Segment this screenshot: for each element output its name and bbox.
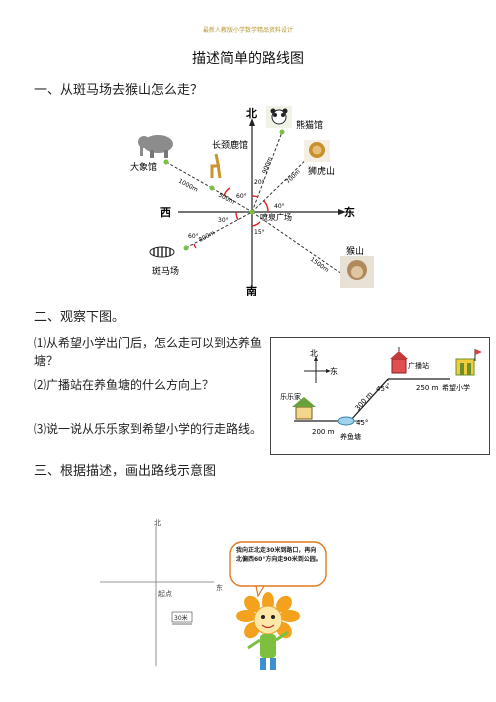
angle-arc-60-top — [223, 187, 231, 197]
home-label: 乐乐家 — [280, 392, 301, 401]
angle-arc-60-left — [193, 243, 197, 249]
school-icon — [455, 349, 482, 376]
route-elephant-giraffe — [165, 161, 213, 189]
angle-20: 20° — [254, 179, 265, 186]
angle-60-top: 60° — [236, 193, 247, 200]
broadcast-station-icon — [390, 347, 408, 374]
angle-top: 45° — [376, 385, 388, 393]
panda-dot — [279, 129, 285, 135]
angle-60-left: 60° — [188, 233, 199, 240]
page-title: 描述简单的路线图 — [192, 51, 304, 67]
elephant-dot — [163, 159, 169, 165]
pond-label: 养鱼塘 — [340, 432, 361, 441]
dist-center-tiger: 700m — [285, 168, 302, 185]
draw-north-label: 北 — [154, 519, 161, 527]
sunflower-mascot-picture — [236, 592, 300, 670]
dist-center-panda: 900m — [261, 156, 274, 175]
angle-arc-30 — [235, 211, 239, 221]
dist-home: 200 m — [312, 428, 335, 436]
dist-school: 250 m — [416, 384, 439, 392]
zebra-dot — [183, 245, 189, 251]
route-center-tiger — [251, 155, 311, 213]
speech-text: 我向正北走30米到路口，再向北偏西60°方向走90米到公园。 — [236, 547, 322, 563]
speech-bubble — [229, 541, 327, 598]
lion-picture — [304, 140, 330, 162]
angle-arc-15 — [251, 221, 261, 227]
angle-arc-40 — [263, 200, 269, 213]
north-arrow — [249, 118, 255, 126]
home-icon — [292, 397, 316, 420]
school-route-map: 北 东 广播站 希望小学 乐乐家 养鱼塘 250 m 300 m 200 m 4… — [270, 337, 490, 455]
scale-label: 30米 — [174, 614, 188, 622]
broadcast-label: 广播站 — [408, 361, 429, 370]
route-zebra-center — [185, 211, 253, 249]
map-frame — [270, 337, 490, 455]
map2-north-label: 北 — [310, 349, 318, 358]
zebra-picture — [148, 242, 176, 262]
section3-heading: 三、根据描述，画出路线示意图 — [34, 464, 217, 479]
dist-elephant-giraffe: 1000m — [177, 178, 199, 194]
giraffe-label: 长颈鹿馆 — [212, 139, 248, 151]
monkey-label: 猴山 — [346, 245, 364, 257]
draw-east-label: 东 — [216, 583, 223, 592]
section1-heading: 一、从斑马场去猴山怎么走？ — [34, 83, 204, 98]
route-center-monkey — [251, 211, 343, 275]
angle-bottom: 45° — [356, 419, 368, 427]
pond-icon — [337, 416, 355, 426]
route-giraffe-center — [211, 187, 253, 213]
dist-giraffe-center: 500m — [217, 192, 236, 206]
dist-zebra-center: 800m — [198, 229, 217, 243]
elephant-picture — [138, 132, 176, 158]
question-2-3: ⑶说一说从乐乐家到希望小学的行走路线。 — [34, 422, 263, 436]
elephant-label: 大象馆 — [130, 161, 157, 173]
giraffe-dot — [209, 185, 215, 191]
north-label: 北 — [246, 106, 257, 120]
road-broadcast-pond — [349, 378, 389, 422]
panda-picture — [266, 106, 292, 128]
zebra-label: 斑马场 — [152, 265, 179, 277]
scale-box — [171, 611, 193, 623]
school-label: 希望小学 — [442, 383, 470, 392]
route-center-panda — [251, 131, 283, 213]
east-arrow — [338, 209, 346, 215]
zoo-route-map: 北 南 西 东 熊猫馆 长颈鹿馆 大象馆 狮虎山 喷泉广场 斑马场 猴山 100… — [130, 106, 374, 296]
angle-15: 15° — [254, 229, 265, 236]
angle-arc-20 — [251, 195, 259, 198]
giraffe-picture — [206, 152, 222, 182]
center-dot — [249, 209, 255, 215]
header-note: 最新人教版小学数学精品资料设计 — [202, 27, 293, 34]
south-label: 南 — [246, 284, 257, 296]
angle-40: 40° — [274, 203, 285, 210]
start-label: 起点 — [158, 590, 172, 598]
monkey-picture — [340, 256, 374, 288]
east-label: 东 — [344, 205, 355, 219]
west-label: 西 — [160, 206, 171, 219]
section2-heading: 二、观察下图。 — [34, 310, 126, 325]
route-drawing-area: 北 东 起点 30米 我向正北走30米到路口，再向北偏西60°方向走90米到公园… — [100, 519, 327, 670]
center-label: 喷泉广场 — [260, 212, 292, 222]
angle-30: 30° — [218, 217, 229, 224]
question-2-2: ⑵广播站在养鱼塘的什么方向上？ — [34, 378, 215, 392]
map2-east-label: 东 — [330, 366, 338, 376]
panda-label: 熊猫馆 — [296, 119, 323, 131]
question-2-1: ⑴从希望小学出门后，怎么走可以到达养鱼塘？ — [34, 336, 263, 368]
tiger-label: 狮虎山 — [308, 165, 335, 177]
